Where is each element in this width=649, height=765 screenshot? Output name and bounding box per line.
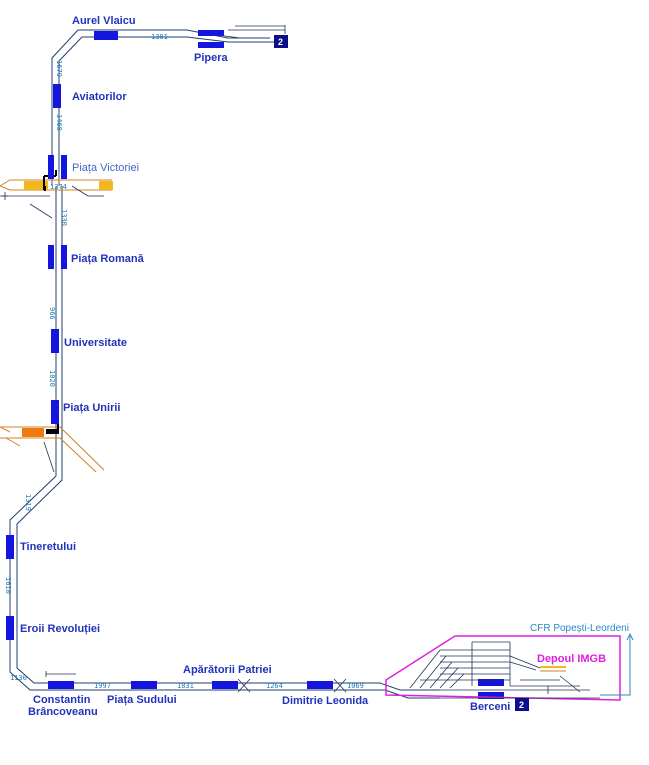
station-label-brancoveanu: Brâncoveanu [28,706,98,718]
platform-pipera-a [198,30,224,36]
platform-eroii [6,616,14,640]
distance-brancoveanu-sudului: 1997 [94,682,111,690]
distance-pipera-aurel: 1381 [151,33,168,41]
main-tracks [9,25,440,699]
station-label-piata-romana: Piața Romană [71,253,145,265]
depot-imgb [385,632,634,701]
distance-labels: 1381 1679 1468 1330 966 1020 1319 1610 1… [4,33,364,690]
distance-victoriei-interstation: 1374 [50,183,67,191]
station-label-universitate: Universitate [64,337,127,349]
station-label-dimitrie-leonida: Dimitrie Leonida [282,695,369,707]
platform-romana-a [48,245,54,269]
line-badge-berceni: 2 [515,698,529,711]
station-label-tineretului: Tineretului [20,541,76,553]
station-label-berceni: Berceni [470,701,510,713]
station-label-aparatorii-patriei: Apărătorii Patriei [183,664,272,676]
platform-piata-unirii [51,400,59,424]
distance-victoriei-romana: 1330 [60,209,68,226]
distance-leonida-berceni: 1069 [347,682,364,690]
distance-aurel-aviatorilor: 1679 [55,60,63,77]
station-label-constantin: Constantin [33,694,91,706]
m3-platform-orange [22,428,44,437]
platform-piata-sudului [131,681,157,689]
platform-aurel-vlaicu [94,31,118,40]
svg-text:2: 2 [278,37,283,47]
m1-platform-yellow-east [99,181,113,190]
depot-outline [385,635,621,701]
distance-unirii-tineretului: 1319 [24,494,32,511]
depot-label: Depoul IMGB [537,653,606,665]
svg-text:2: 2 [519,700,524,710]
station-label-piata-victoriei: Piața Victoriei [72,162,139,174]
distance-tineretului-eroii: 1610 [4,577,12,594]
station-labels: Aurel Vlaicu Pipera Aviatorilor Piața Vi… [20,15,629,718]
platform-victoriei-b [61,155,67,179]
line-badge-pipera: 2 [274,35,288,48]
distance-eroii-brancoveanu: 1130 [10,674,27,682]
victoriei-interchange: 1374 [0,170,113,219]
platform-dimitrie-leonida [307,681,333,689]
platform-tineretului [6,535,14,559]
station-label-piata-unirii: Piața Unirii [63,402,120,414]
m1-platform-yellow [24,181,48,190]
station-label-eroii-revolutiei: Eroii Revoluției [20,623,100,635]
cfr-link-label: CFR Popești-Leordeni [530,623,629,634]
platform-pipera-b [198,42,224,48]
platform-aviatorilor [53,84,61,108]
platform-brancoveanu [48,681,74,689]
platform-victoriei-a [48,155,54,179]
platform-aparatorii [212,681,238,689]
distance-aparatorii-leonida: 1264 [266,682,283,690]
platform-universitate [51,329,59,353]
platform-berceni-b [478,692,504,699]
platform-berceni-a [478,679,504,686]
distance-universitate-unirii: 1020 [48,370,56,387]
distance-aviatorilor-victoriei: 1468 [55,114,63,131]
station-label-aurel-vlaicu: Aurel Vlaicu [72,15,136,27]
station-label-pipera: Pipera [194,52,229,64]
station-label-piata-sudului: Piața Sudului [107,694,177,706]
platforms [6,30,504,699]
unirii-interchange [0,420,105,473]
distance-sudului-aparatorii: 1831 [177,682,194,690]
distance-romana-universitate: 966 [48,307,56,320]
station-label-aviatorilor: Aviatorilor [72,91,127,103]
platform-romana-b [61,245,67,269]
